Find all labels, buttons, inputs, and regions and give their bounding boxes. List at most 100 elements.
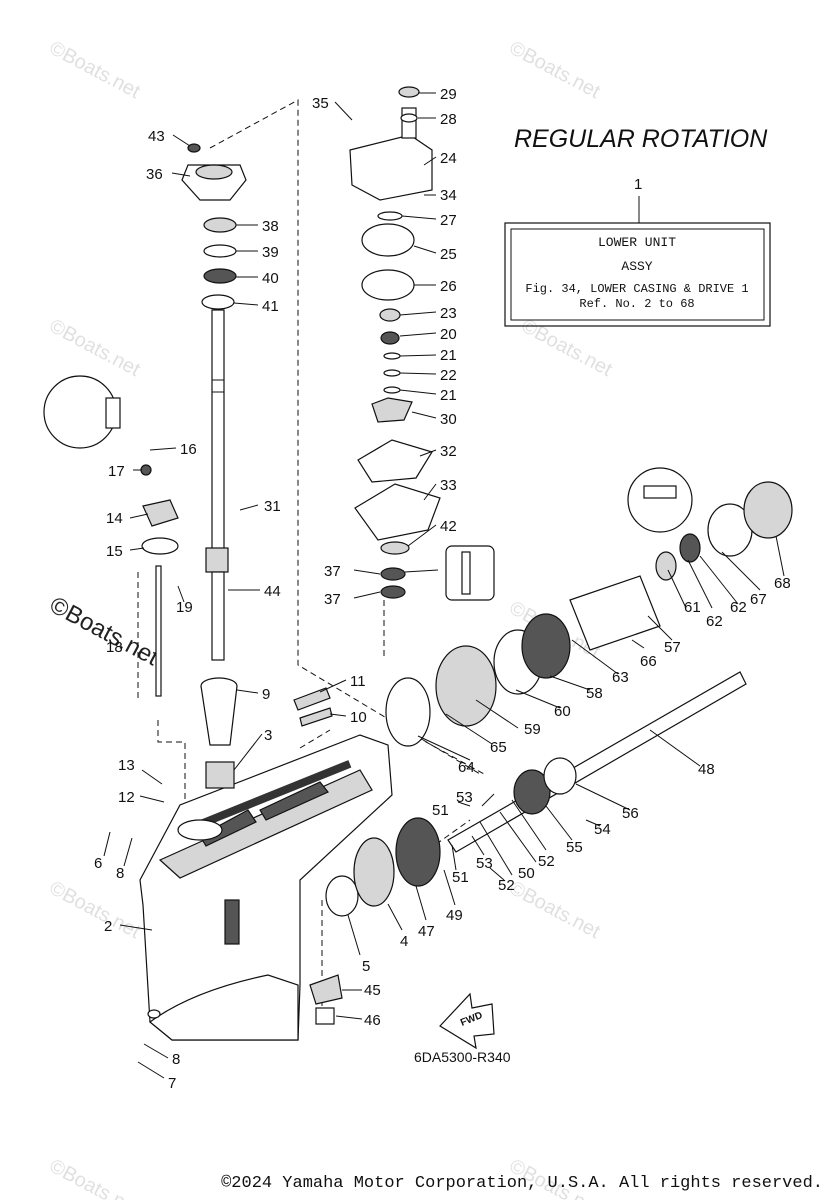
part-number-label: 16 (180, 441, 197, 458)
part-number-label: 43 (148, 128, 165, 145)
watermark-layer: ©Boats.net ©Boats.net ©Boats.net ©Boats.… (45, 37, 616, 1200)
part-number-label: 24 (440, 150, 457, 167)
diagram-title: REGULAR ROTATION (514, 125, 768, 153)
copyright-notice: ©2024 Yamaha Motor Corporation, U.S.A. A… (221, 1174, 823, 1193)
part-number-label: 48 (698, 761, 715, 778)
part-number-label: 53 (476, 855, 493, 872)
part-number-label: 45 (364, 982, 381, 999)
part-number-label: 52 (498, 877, 515, 894)
lower-unit-callout: 1 LOWER UNIT ASSY Fig. 34, LOWER CASING … (504, 176, 771, 327)
part-number-label: 65 (490, 739, 507, 756)
part-number-label: 68 (774, 575, 791, 592)
part-number-label: 29 (440, 86, 457, 103)
watermark: ©Boats.net (506, 37, 604, 103)
part-number-label: 27 (440, 212, 457, 229)
part-number-label: 63 (612, 669, 629, 686)
part-number-label: 42 (440, 518, 457, 535)
part-number-label: 4 (400, 933, 408, 950)
watermark: ©Boats.net (518, 315, 616, 381)
part-number-label: 51 (432, 802, 449, 819)
part-number-label: 53 (456, 789, 473, 806)
part-number-label: 3 (264, 727, 272, 744)
part-number-label: 18 (106, 639, 123, 656)
callout-line: Ref. No. 2 to 68 (579, 297, 694, 311)
part-number-label: 28 (440, 111, 457, 128)
part-number-label: 46 (364, 1012, 381, 1029)
part-number-label: 17 (108, 463, 125, 480)
part-number-label: 2 (104, 918, 112, 935)
callout-line: Fig. 34, LOWER CASING & DRIVE 1 (525, 282, 748, 296)
part-number-label: 30 (440, 411, 457, 428)
callout-line: LOWER UNIT (598, 235, 676, 250)
part-number-label: 21 (440, 347, 457, 364)
part-number-label: 60 (554, 703, 571, 720)
part-labels: 29 28 24 34 27 25 26 23 20 21 22 21 30 3… (94, 86, 791, 1092)
part-number-label: 39 (262, 244, 279, 261)
part-number-label: 1 (634, 176, 642, 193)
part-number-label: 13 (118, 757, 135, 774)
part-number-label: 55 (566, 839, 583, 856)
watermark: ©Boats.net (46, 315, 144, 381)
part-number-label: 21 (440, 387, 457, 404)
water-pump-assembly (349, 86, 495, 601)
part-number-label: 5 (362, 958, 370, 975)
part-number-label: 10 (350, 709, 367, 726)
part-number-label: 56 (622, 805, 639, 822)
part-number-label: 23 (440, 305, 457, 322)
watermark: ©Boats.net (46, 37, 144, 103)
part-number-label: 22 (440, 367, 457, 384)
part-number-label: 35 (312, 95, 329, 112)
part-number-label: 49 (446, 907, 463, 924)
part-number-label: 8 (172, 1051, 180, 1068)
part-number-label: 8 (116, 865, 124, 882)
part-number-label: 32 (440, 443, 457, 460)
part-number-label: 62 (706, 613, 723, 630)
drive-shaft (205, 309, 229, 661)
part-number-label: 7 (168, 1075, 176, 1092)
part-number-label: 67 (750, 591, 767, 608)
part-number-label: 14 (106, 510, 123, 527)
part-number-label: 57 (664, 639, 681, 656)
diagram-code: 6DA5300-R340 (414, 1049, 511, 1065)
part-number-label: 66 (640, 653, 657, 670)
part-number-label: 26 (440, 278, 457, 295)
part-number-label: 20 (440, 326, 457, 343)
part-number-label: 47 (418, 923, 435, 940)
sleeve-and-bearing (200, 677, 333, 789)
part-number-label: 37 (324, 591, 341, 608)
part-number-label: 58 (586, 685, 603, 702)
part-number-label: 31 (264, 498, 281, 515)
part-number-label: 33 (440, 477, 457, 494)
part-number-label: 9 (262, 686, 270, 703)
watermark: ©Boats.net (46, 877, 144, 943)
part-number-label: 44 (264, 583, 281, 600)
part-number-label: 61 (684, 599, 701, 616)
part-number-label: 41 (262, 298, 279, 315)
part-number-label: 37 (324, 563, 341, 580)
callout-line: ASSY (621, 259, 652, 274)
part-number-label: 6 (94, 855, 102, 872)
part-number-label: 62 (730, 599, 747, 616)
part-number-label: 36 (146, 166, 163, 183)
leader-lines (103, 92, 785, 1079)
part-number-label: 19 (176, 599, 193, 616)
part-number-label: 54 (594, 821, 611, 838)
forward-arrow: FWD (439, 992, 495, 1050)
part-number-label: 25 (440, 246, 457, 263)
part-number-label: 50 (518, 865, 535, 882)
part-number-label: 15 (106, 543, 123, 560)
watermark-large: ©Boats.net (45, 591, 163, 671)
part-number-label: 12 (118, 789, 135, 806)
shift-rod-assembly (43, 375, 179, 697)
lower-casing (139, 734, 393, 1041)
part-number-label: 64 (458, 759, 475, 776)
part-number-label: 59 (524, 721, 541, 738)
part-number-label: 34 (440, 187, 457, 204)
propeller-shaft-gears (309, 467, 793, 1025)
part-number-label: 11 (350, 673, 366, 690)
part-number-label: 40 (262, 270, 279, 287)
watermark: ©Boats.net (506, 877, 604, 943)
part-number-label: 52 (538, 853, 555, 870)
oil-seal-housing (181, 143, 247, 310)
